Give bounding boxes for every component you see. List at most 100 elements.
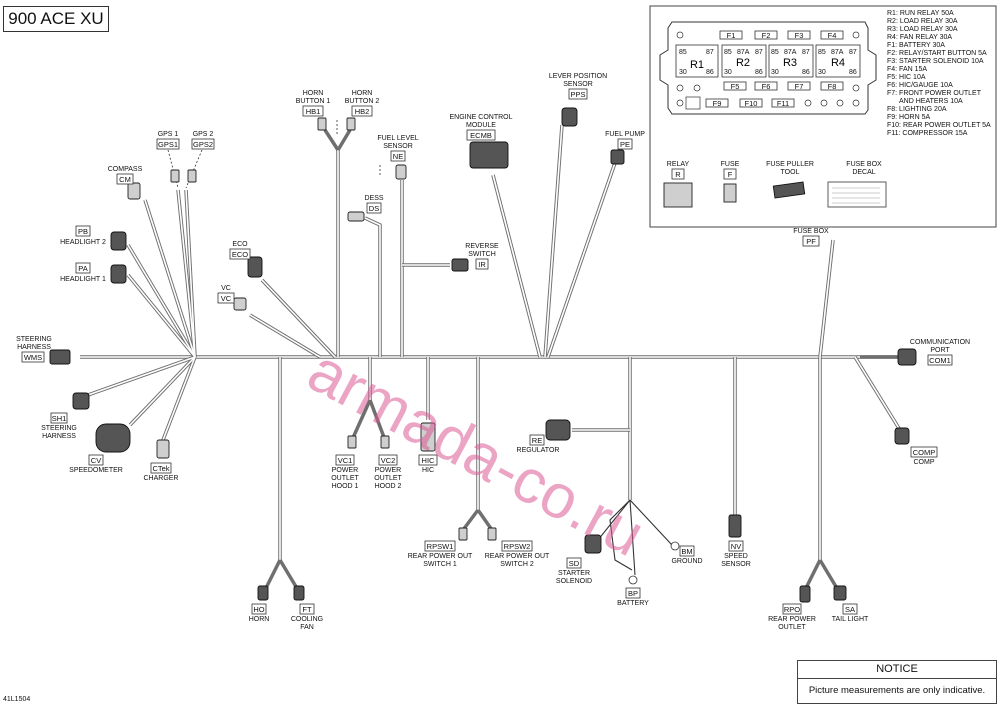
- svg-text:WMS: WMS: [24, 353, 42, 362]
- svg-text:ENGINE CONTROL: ENGINE CONTROL: [449, 114, 512, 121]
- svg-text:87: 87: [755, 49, 763, 56]
- svg-text:86: 86: [849, 69, 857, 76]
- svg-text:R3: R3: [783, 57, 797, 69]
- svg-text:87: 87: [706, 49, 714, 56]
- relay-r4: 85 87A 87 R4 30 86: [815, 44, 861, 78]
- speed-sensor-connector: [728, 514, 742, 538]
- svg-text:CTek: CTek: [152, 464, 169, 473]
- svg-text:F4: F4: [828, 31, 837, 40]
- svg-text:CM: CM: [119, 175, 131, 184]
- svg-text:REAR POWER OUT: REAR POWER OUT: [485, 553, 550, 560]
- svg-text:F5: F5: [731, 82, 740, 91]
- label-outlet-hood2: VC2 POWER OUTLET HOOD 2: [374, 454, 403, 490]
- charger-connector: [156, 439, 170, 459]
- battery-terminal: [628, 575, 638, 585]
- compass-connector: [127, 182, 141, 200]
- svg-text:HORN: HORN: [303, 90, 324, 97]
- svg-text:R4: FAN RELAY 30A: R4: FAN RELAY 30A: [887, 34, 952, 41]
- svg-text:F1: BATTERY 30A: F1: BATTERY 30A: [887, 42, 945, 49]
- svg-text:PPS: PPS: [570, 90, 585, 99]
- svg-text:R4: R4: [831, 57, 845, 69]
- label-outlet-hood1: VC1 POWER OUTLET HOOD 1: [331, 454, 360, 490]
- svg-text:RPO: RPO: [784, 605, 800, 614]
- svg-text:F1: F1: [727, 31, 736, 40]
- label-dess: DESS DS: [364, 195, 384, 214]
- svg-text:87A: 87A: [784, 49, 797, 56]
- svg-text:R3: LOAD RELAY 30A: R3: LOAD RELAY 30A: [887, 26, 958, 33]
- svg-text:85: 85: [679, 49, 687, 56]
- label-ecm: ENGINE CONTROL MODULE ECMB: [449, 114, 513, 141]
- svg-text:DS: DS: [369, 204, 379, 213]
- svg-text:PORT: PORT: [930, 347, 950, 354]
- gps2-connector: [187, 169, 197, 183]
- svg-text:R1: RUN RELAY 50A: R1: RUN RELAY 50A: [887, 10, 954, 17]
- svg-text:HB2: HB2: [355, 107, 370, 116]
- svg-text:ECMB: ECMB: [470, 131, 492, 140]
- gps1-connector: [170, 169, 180, 183]
- svg-text:30: 30: [818, 69, 826, 76]
- svg-text:HEADLIGHT 1: HEADLIGHT 1: [60, 276, 106, 283]
- rear-outlet-connector: [799, 585, 811, 603]
- fuel-pump-connector: [610, 149, 625, 165]
- fuse-legend: R1: RUN RELAY 50A R2: LOAD RELAY 30A R3:…: [887, 10, 991, 137]
- svg-text:POWER: POWER: [332, 467, 358, 474]
- svg-text:MODULE: MODULE: [466, 122, 496, 129]
- outlet-hood1-connector: [347, 435, 357, 449]
- svg-text:STEERING: STEERING: [41, 425, 77, 432]
- reverse-connector: [451, 258, 469, 272]
- svg-text:F4: FAN 15A: F4: FAN 15A: [887, 66, 927, 73]
- label-vc: VC VC: [217, 285, 235, 304]
- label-rear-switch2: RPSW2 REAR POWER OUT SWITCH 2: [485, 540, 550, 568]
- svg-text:F5: HIC 10A: F5: HIC 10A: [887, 74, 926, 81]
- svg-text:TAIL LIGHT: TAIL LIGHT: [832, 616, 869, 623]
- svg-text:SPEED: SPEED: [724, 553, 748, 560]
- svg-text:R1: R1: [690, 59, 704, 71]
- svg-text:VC: VC: [221, 285, 231, 292]
- svg-text:HB1: HB1: [306, 107, 321, 116]
- svg-text:BM: BM: [681, 547, 692, 556]
- svg-text:30: 30: [724, 69, 732, 76]
- svg-text:SA: SA: [845, 605, 855, 614]
- svg-text:RPSW2: RPSW2: [504, 542, 531, 551]
- speedometer-connector: [95, 423, 131, 453]
- svg-text:F10: F10: [745, 99, 758, 108]
- label-headlight2: PB HEADLIGHT 2: [60, 225, 106, 246]
- ground-terminal: [670, 541, 680, 551]
- svg-text:F9: F9: [713, 99, 722, 108]
- svg-text:HOOD 1: HOOD 1: [332, 483, 359, 490]
- svg-text:SPEEDOMETER: SPEEDOMETER: [69, 467, 123, 474]
- svg-text:SOLENOID: SOLENOID: [556, 578, 592, 585]
- label-eco: ECO ECO: [229, 241, 251, 260]
- label-horn-button1: HORN BUTTON 1 HB1: [296, 90, 330, 117]
- svg-text:F3: STARTER SOLENOID 10A: F3: STARTER SOLENOID 10A: [887, 58, 984, 65]
- svg-text:PA: PA: [78, 264, 87, 273]
- label-hic: HIC HIC: [418, 454, 438, 474]
- svg-text:GPS 2: GPS 2: [193, 131, 214, 138]
- label-fuse-box: FUSE BOX PF: [793, 228, 829, 247]
- headlight1-connector: [110, 264, 127, 284]
- label-steering-wms: STEERING HARNESS WMS: [16, 336, 52, 363]
- headlight2-connector: [110, 231, 127, 251]
- svg-text:F8: LIGHTING 20A: F8: LIGHTING 20A: [887, 106, 947, 113]
- svg-text:CV: CV: [91, 456, 101, 465]
- svg-text:BP: BP: [628, 589, 638, 598]
- label-gps1: GPS 1 GPS1: [156, 131, 180, 150]
- svg-text:F2: F2: [762, 31, 771, 40]
- label-comm-port: COMMUNICATION PORT COM1: [910, 339, 970, 366]
- label-horn: HO HORN: [249, 603, 269, 623]
- svg-text:R: R: [675, 170, 681, 179]
- svg-text:GROUND: GROUND: [671, 558, 702, 565]
- steering-sh1-connector: [72, 392, 90, 410]
- svg-text:HORN: HORN: [352, 90, 373, 97]
- svg-text:OUTLET: OUTLET: [331, 475, 359, 482]
- notice-box: NOTICE Picture measurements are only ind…: [797, 660, 997, 704]
- svg-text:86: 86: [755, 69, 763, 76]
- tail-light-connector: [833, 585, 847, 601]
- label-gps2: GPS 2 GPS2: [191, 131, 215, 150]
- svg-text:REAR POWER OUT: REAR POWER OUT: [408, 553, 473, 560]
- svg-text:86: 86: [706, 69, 714, 76]
- svg-text:87: 87: [849, 49, 857, 56]
- svg-text:FAN: FAN: [300, 624, 314, 631]
- svg-text:86: 86: [802, 69, 810, 76]
